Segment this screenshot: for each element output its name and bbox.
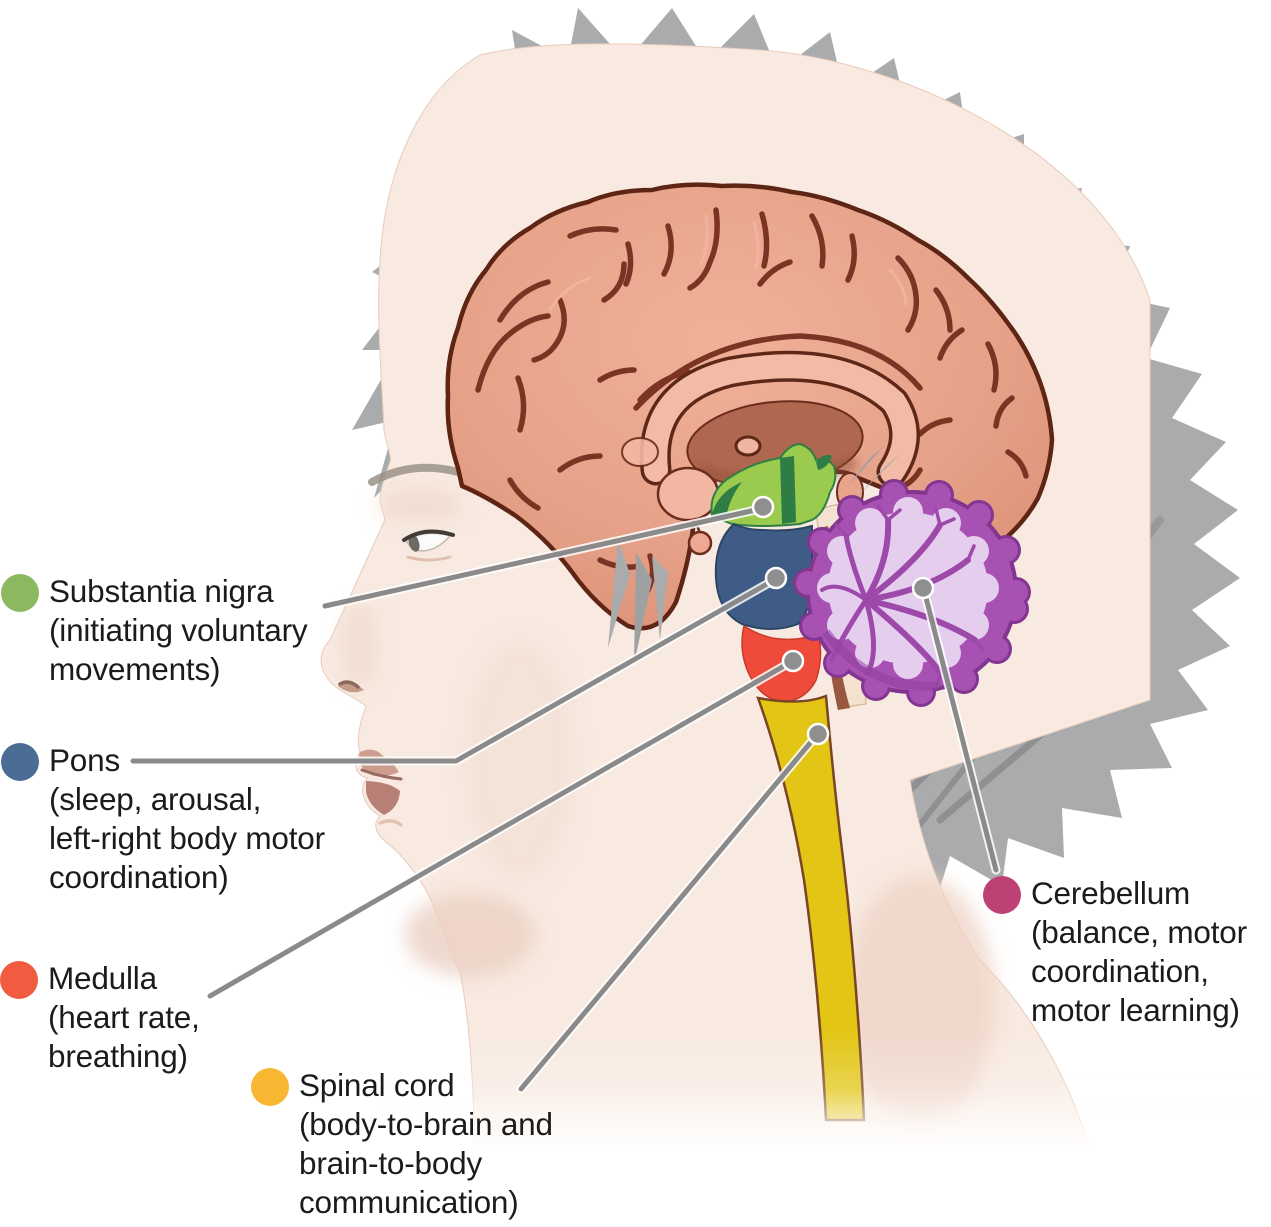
nostril — [338, 680, 364, 693]
leader-lines — [128, 495, 1001, 1094]
spinal-cord-legend-dot — [251, 1068, 289, 1106]
label-description-line: (heart rate, — [48, 999, 200, 1035]
eyebrow — [368, 463, 462, 486]
label-substantia-nigra: Substantia nigra (initiating voluntary m… — [1, 572, 308, 689]
eye — [402, 529, 455, 562]
interthalamic-adhesion — [734, 435, 762, 457]
bottom-fade — [380, 1030, 1271, 1227]
cerebellum-leader-line — [921, 587, 999, 873]
label-description-line: (initiating voluntary — [49, 612, 308, 648]
label-medulla: Medulla (heart rate, breathing) — [0, 959, 200, 1076]
cerebellum-pointer-dot — [911, 576, 935, 600]
medulla-leader-line — [207, 659, 794, 999]
label-description-line: motor learning) — [1031, 992, 1240, 1028]
cerebellum-legend-dot — [983, 876, 1021, 914]
label-description-line: coordination, — [1031, 953, 1209, 989]
leader-endpoint-dots — [751, 495, 935, 746]
medulla-pointer-dot — [781, 649, 805, 673]
label-description-line: breathing) — [48, 1038, 188, 1074]
label-spinal-cord: Spinal cord (body-to-brain and brain-to-… — [251, 1066, 553, 1222]
hypothalamus — [656, 466, 720, 522]
label-description-line: (balance, motor — [1031, 914, 1247, 950]
pons-pointer-dot — [764, 566, 788, 590]
label-term: Pons — [49, 742, 120, 778]
label-cerebellum: Cerebellum (balance, motor coordination,… — [983, 874, 1247, 1030]
spinal-cord-pointer-dot — [806, 722, 830, 746]
label-description-line: (sleep, arousal, — [49, 781, 262, 817]
gyri-highlights — [548, 214, 908, 312]
spinal-cord-leader-line — [518, 733, 819, 1092]
substantia-nigra-region — [710, 442, 837, 527]
label-term: Substantia nigra — [49, 573, 274, 609]
septal-area — [621, 437, 659, 467]
pons-legend-dot — [1, 743, 39, 781]
medulla-legend-dot — [0, 961, 38, 999]
label-term: Medulla — [48, 960, 157, 996]
substantia-nigra-leader-line — [322, 506, 763, 609]
cerebellum-lower-shade — [822, 629, 939, 691]
label-description-line: brain-to-body — [299, 1145, 483, 1181]
substantia-nigra-pointer-dot — [751, 495, 775, 519]
label-description-line: left-right body motor — [49, 820, 325, 856]
label-description-line: (body-to-brain and — [299, 1106, 553, 1142]
label-description-line: coordination) — [49, 859, 229, 895]
label-term: Spinal cord — [299, 1067, 455, 1103]
pituitary — [687, 530, 713, 556]
lips — [358, 749, 403, 827]
label-description-line: movements) — [49, 651, 221, 687]
corpus-callosum — [639, 350, 920, 488]
cerebrum — [445, 182, 1055, 631]
pons-leader-line — [130, 577, 777, 764]
substantia-nigra-legend-dot — [1, 574, 39, 612]
label-term: Cerebellum — [1031, 875, 1191, 911]
cerebellum — [793, 479, 1031, 707]
hair-tufts — [608, 446, 902, 664]
label-description-line: communication) — [299, 1184, 519, 1220]
label-pons: Pons (sleep, arousal, left-right body mo… — [1, 741, 325, 897]
